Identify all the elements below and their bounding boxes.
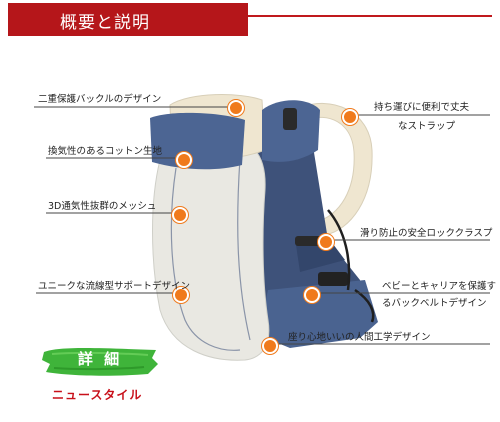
badge-label: 詳 細 xyxy=(77,350,123,368)
carrier-right-shoulder-pad xyxy=(262,100,320,162)
carrier-belt-buckle xyxy=(318,272,348,286)
pointer-dot-ergonomic xyxy=(262,338,278,354)
carrier-mesh-seam xyxy=(170,167,241,351)
feature-backbelt-line2: るバックベルトデザイン xyxy=(382,298,487,309)
feature-strap-line2: なストラップ xyxy=(398,121,456,132)
detail-badge: 詳 細 xyxy=(40,344,160,378)
carrier-side-straps xyxy=(296,240,345,272)
pointer-dot-mesh xyxy=(172,207,188,223)
carrier-mesh-seam-2 xyxy=(237,157,251,341)
pointer-dot-cotton xyxy=(176,152,192,168)
carrier-hanging-strap xyxy=(327,209,351,291)
carrier-left-shoulder-pad xyxy=(150,112,245,170)
feature-cotton: 換気性のあるコットン生地 xyxy=(48,146,163,157)
feature-3d-mesh: 3D通気性抜群のメッシュ xyxy=(48,201,157,212)
pointer-dot-strap xyxy=(342,109,358,125)
carrier-mesh-panel xyxy=(152,149,270,361)
feature-strap-line1: 持ち運びに便利で丈夫 xyxy=(374,102,470,113)
feature-support-design: ユニークな流線型サポートデザイン xyxy=(38,281,191,292)
badge-brush-stroke xyxy=(42,348,158,376)
header-red-block xyxy=(8,3,248,36)
carrier-waist-belt xyxy=(258,280,378,348)
feature-backbelt-line1: ベビーとキャリアを保護す xyxy=(382,281,497,292)
style-subtitle: ニュースタイル xyxy=(52,388,143,402)
pointer-dot-support xyxy=(173,287,189,303)
page-title: 概要と説明 xyxy=(60,13,150,33)
carrier-shoulder-buckle xyxy=(283,108,297,130)
pointer-dot-clasp xyxy=(318,234,334,250)
feature-ergonomic: 座り心地いいの人間工学デザイン xyxy=(288,332,431,343)
header-banner: 概要と説明 xyxy=(0,3,500,36)
pointer-dot-buckle xyxy=(228,100,244,116)
feature-double-buckle: 二重保護バックルのデザイン xyxy=(38,94,162,105)
header-red-line xyxy=(248,15,492,17)
feature-lock-clasp: 滑り防止の安全ロッククラスプ xyxy=(360,228,493,239)
pointer-dot-backbelt xyxy=(304,287,320,303)
